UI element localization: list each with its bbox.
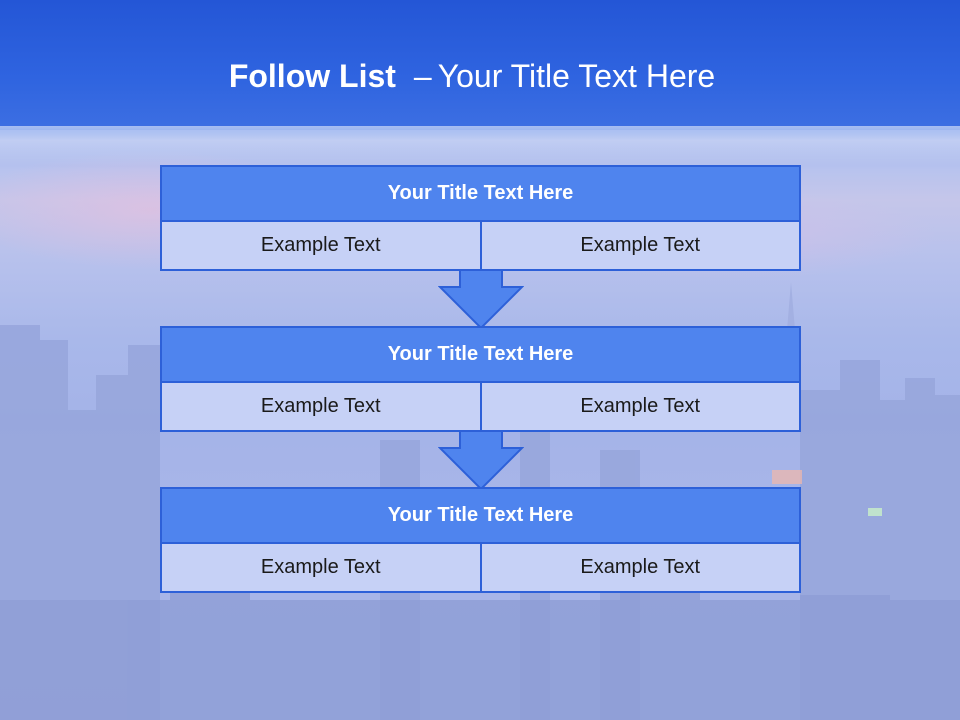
flow-block-1: Your Title Text Here Example Text Exampl…: [160, 165, 801, 271]
title-bold: Follow List: [228, 58, 396, 94]
block-row: Example Text Example Text: [160, 544, 801, 593]
block-row: Example Text Example Text: [160, 383, 801, 432]
block-cell-left[interactable]: Example Text: [260, 395, 381, 417]
down-arrow-icon: [438, 431, 524, 491]
block-row: Example Text Example Text: [160, 222, 801, 271]
block-cell-right[interactable]: Example Text: [479, 544, 800, 591]
block-cell-right[interactable]: Example Text: [479, 383, 800, 430]
flow-block-3: Your Title Text Here Example Text Exampl…: [160, 487, 801, 593]
header-band: [0, 0, 960, 130]
title-separator: –: [413, 58, 432, 94]
block-title[interactable]: Your Title Text Here: [160, 165, 801, 222]
title-rest: Your Title Text Here: [437, 58, 716, 94]
horizon-haze: [0, 126, 960, 166]
flow-block-2: Your Title Text Here Example Text Exampl…: [160, 326, 801, 432]
block-cell-left[interactable]: Example Text: [260, 234, 381, 256]
page-title: Follow List–Your Title Text Here: [0, 52, 944, 100]
block-cell-left[interactable]: Example Text: [260, 556, 381, 578]
down-arrow-icon: [438, 270, 524, 330]
block-title[interactable]: Your Title Text Here: [160, 326, 801, 383]
block-cell-right[interactable]: Example Text: [479, 222, 800, 269]
block-title[interactable]: Your Title Text Here: [160, 487, 801, 544]
